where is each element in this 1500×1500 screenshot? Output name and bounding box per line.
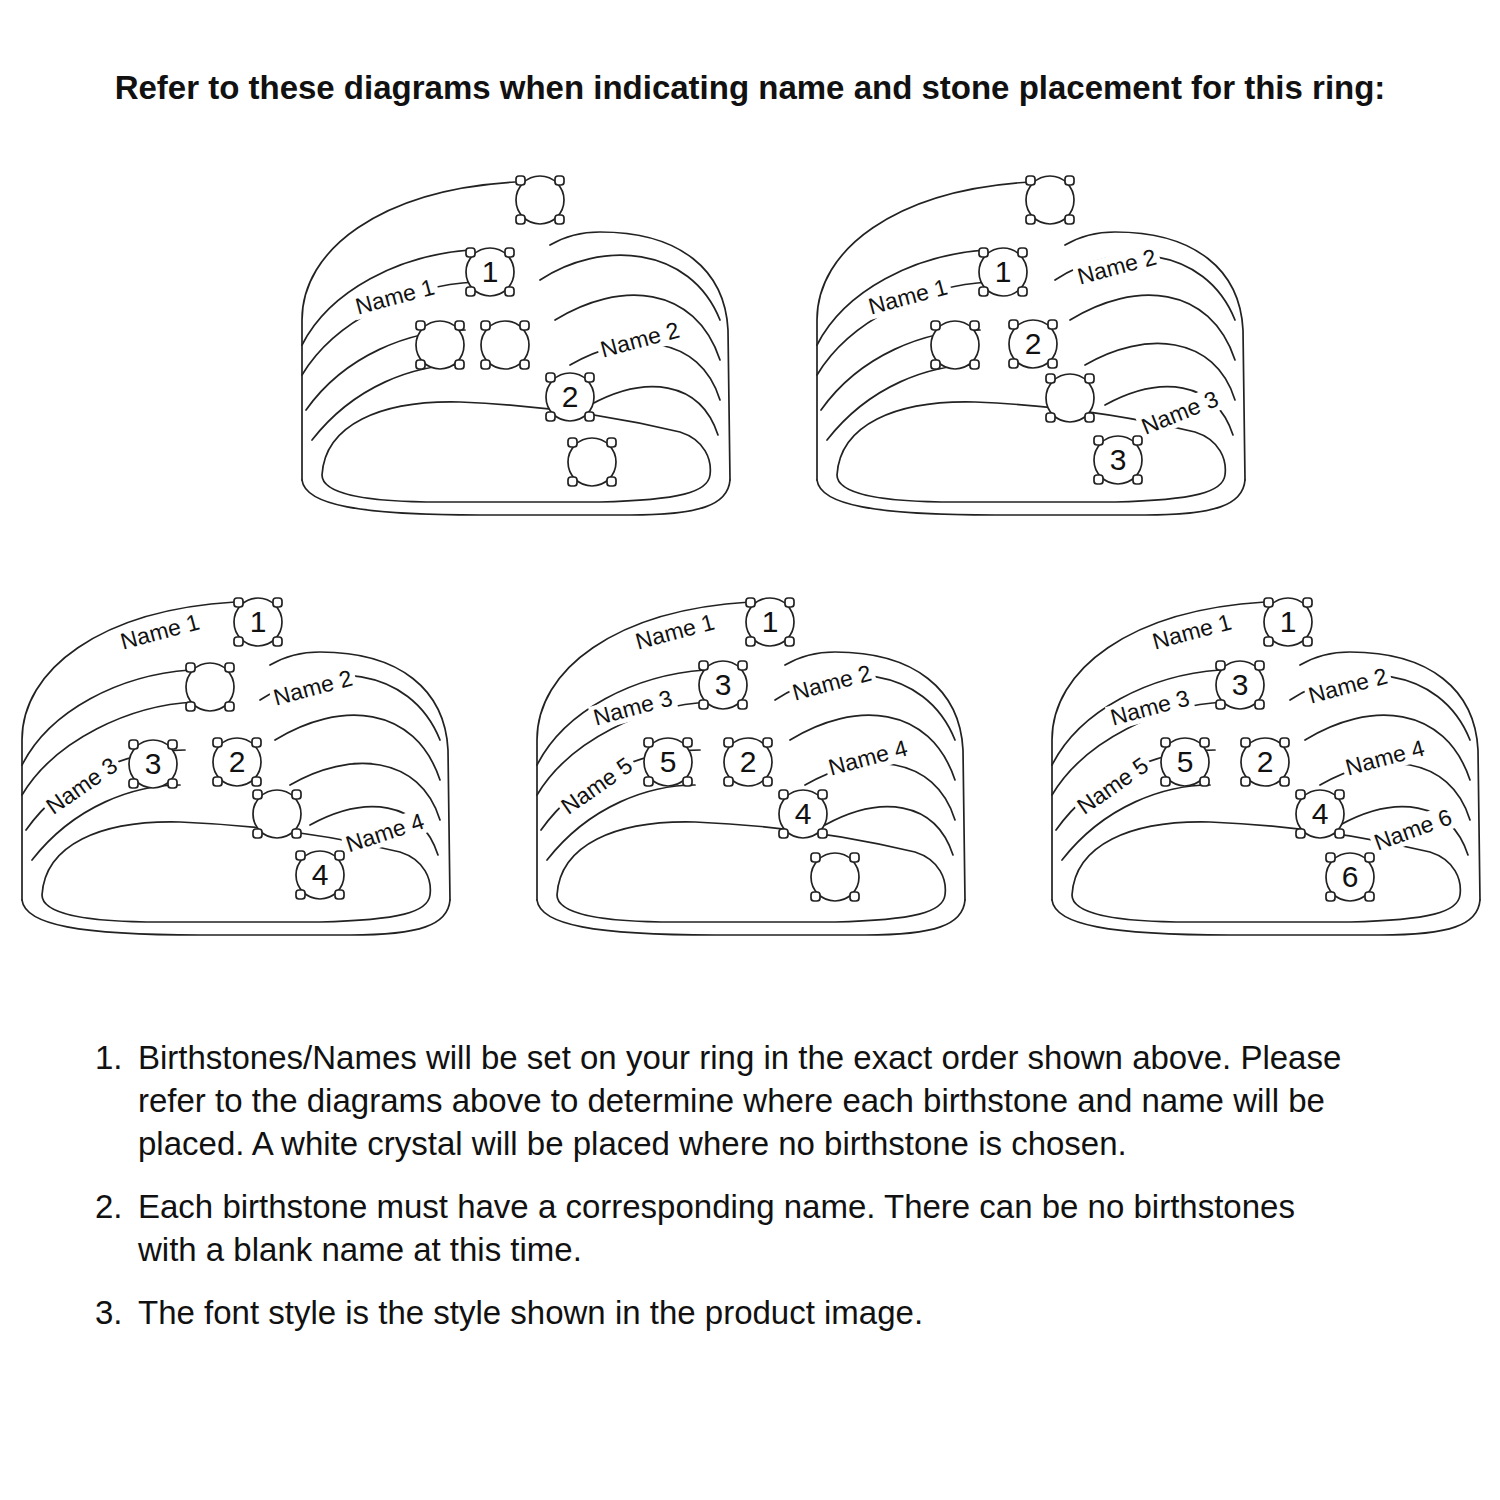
note-text: The font style is the style shown in the… — [138, 1291, 1345, 1334]
stone-number: 2 — [1025, 329, 1042, 359]
stone-number: 1 — [1280, 607, 1297, 637]
note-item: 2.Each birthstone must have a correspond… — [95, 1185, 1345, 1271]
stone-number: 1 — [762, 607, 779, 637]
note-text: Each birthstone must have a correspondin… — [138, 1185, 1345, 1271]
stone-number: 2 — [740, 747, 757, 777]
stone-number: 3 — [145, 749, 162, 779]
stone-number: 2 — [229, 747, 246, 777]
list-number: 3. — [95, 1291, 138, 1334]
note-item: 3.The font style is the style shown in t… — [95, 1291, 1345, 1334]
band-name: Name 2 — [595, 317, 685, 364]
stone-number: 4 — [1312, 799, 1329, 829]
band-name: Name 1 — [863, 274, 953, 321]
band-name: Name 1 — [630, 609, 720, 656]
stone-number: 3 — [1232, 670, 1249, 700]
band-name: Name 4 — [823, 735, 913, 782]
stone-number: 3 — [1110, 445, 1127, 475]
band-name: Name 4 — [340, 808, 430, 859]
band-name: Name 5 — [1070, 751, 1155, 821]
band-name: Name 1 — [350, 274, 440, 321]
band-name: Name 3 — [588, 685, 678, 732]
band-name: Name 4 — [1340, 735, 1430, 782]
stone-number: 1 — [250, 607, 267, 637]
band-name: Name 5 — [554, 751, 639, 821]
band-name: Name 2 — [1303, 663, 1393, 710]
stone-number: 2 — [562, 382, 579, 412]
stone-number: 5 — [1177, 747, 1194, 777]
stone-number: 3 — [715, 670, 732, 700]
note-item: 1.Birthstones/Names will be set on your … — [95, 1036, 1345, 1165]
band-name: Name 3 — [39, 751, 124, 821]
band-name: Name 2 — [1072, 244, 1162, 291]
notes-list: 1.Birthstones/Names will be set on your … — [95, 1036, 1345, 1354]
band-name: Name 2 — [787, 660, 877, 707]
band-name: Name 1 — [115, 609, 205, 656]
stone-number: 1 — [995, 257, 1012, 287]
list-number: 1. — [95, 1036, 138, 1165]
band-name: Name 3 — [1135, 385, 1225, 441]
stone-number: 4 — [312, 860, 329, 890]
band-name: Name 2 — [268, 665, 358, 712]
stone-number: 4 — [795, 799, 812, 829]
stone-number: 1 — [482, 257, 499, 287]
band-name: Name 1 — [1147, 609, 1237, 656]
stone-number: 2 — [1257, 747, 1274, 777]
band-name: Name 3 — [1105, 685, 1195, 732]
note-text: Birthstones/Names will be set on your ri… — [138, 1036, 1345, 1165]
list-number: 2. — [95, 1185, 138, 1271]
title-heading: Refer to these diagrams when indicating … — [0, 68, 1500, 108]
stone-number: 6 — [1342, 862, 1359, 892]
stone-number: 5 — [660, 747, 677, 777]
